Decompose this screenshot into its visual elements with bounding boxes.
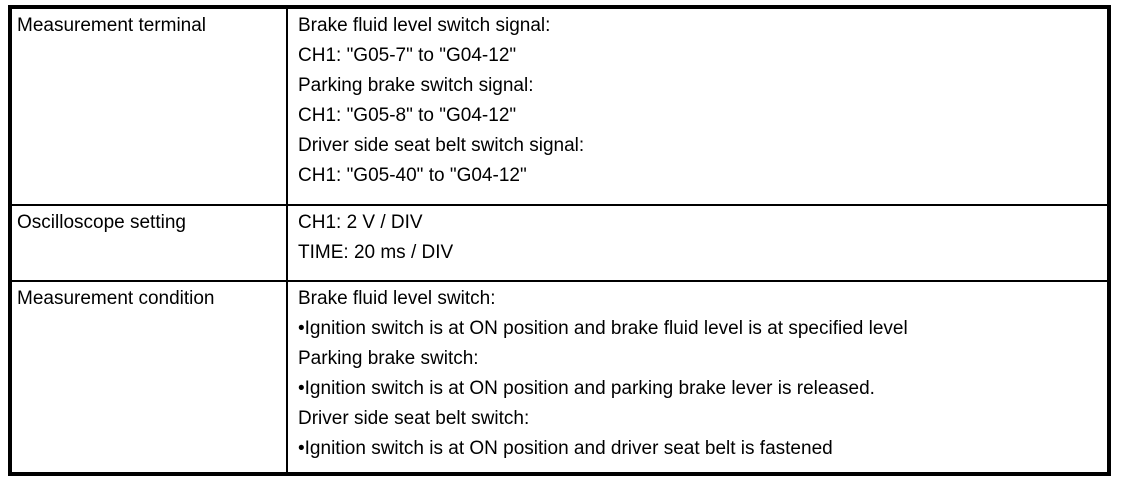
row-header-label: Measurement condition [17, 288, 215, 309]
cell-text-line: Driver side seat belt switch: [298, 408, 530, 429]
row-value-cell: Brake fluid level switch: •Ignition swit… [288, 282, 1107, 472]
cell-text-line: CH1: "G05-7" to "G04-12" [298, 45, 517, 66]
row-value-cell: CH1: 2 V / DIV TIME: 20 ms / DIV [288, 206, 1107, 280]
row-header-label: Measurement terminal [17, 15, 207, 36]
table-row-measurement-terminal: Measurement terminal Brake fluid level s… [12, 9, 1107, 204]
cell-text-line: Parking brake switch signal: [298, 75, 534, 96]
cell-text-line: •Ignition switch is at ON position and p… [298, 378, 875, 399]
row-header-label: Oscilloscope setting [17, 212, 186, 233]
cell-text-line: CH1: 2 V / DIV [298, 212, 423, 233]
cell-text-line: CH1: "G05-40" to "G04-12" [298, 165, 527, 186]
cell-text-line: •Ignition switch is at ON position and b… [298, 318, 908, 339]
table-row-measurement-condition: Measurement condition Brake fluid level … [12, 280, 1107, 472]
row-value-cell: Brake fluid level switch signal: CH1: "G… [288, 9, 1107, 204]
table-row-oscilloscope-setting: Oscilloscope setting CH1: 2 V / DIV TIME… [12, 204, 1107, 280]
cell-text-line: •Ignition switch is at ON position and d… [298, 438, 833, 459]
cell-text-line: Parking brake switch: [298, 348, 479, 369]
cell-text-line: Driver side seat belt switch signal: [298, 135, 585, 156]
row-header-cell: Measurement terminal [12, 9, 288, 204]
cell-text-line: Brake fluid level switch: [298, 288, 496, 309]
measurement-spec-table: Measurement terminal Brake fluid level s… [8, 5, 1111, 476]
cell-text-line: CH1: "G05-8" to "G04-12" [298, 105, 517, 126]
cell-text-line: Brake fluid level switch signal: [298, 15, 551, 36]
row-header-cell: Measurement condition [12, 282, 288, 472]
cell-text-line: TIME: 20 ms / DIV [298, 242, 454, 263]
row-header-cell: Oscilloscope setting [12, 206, 288, 280]
